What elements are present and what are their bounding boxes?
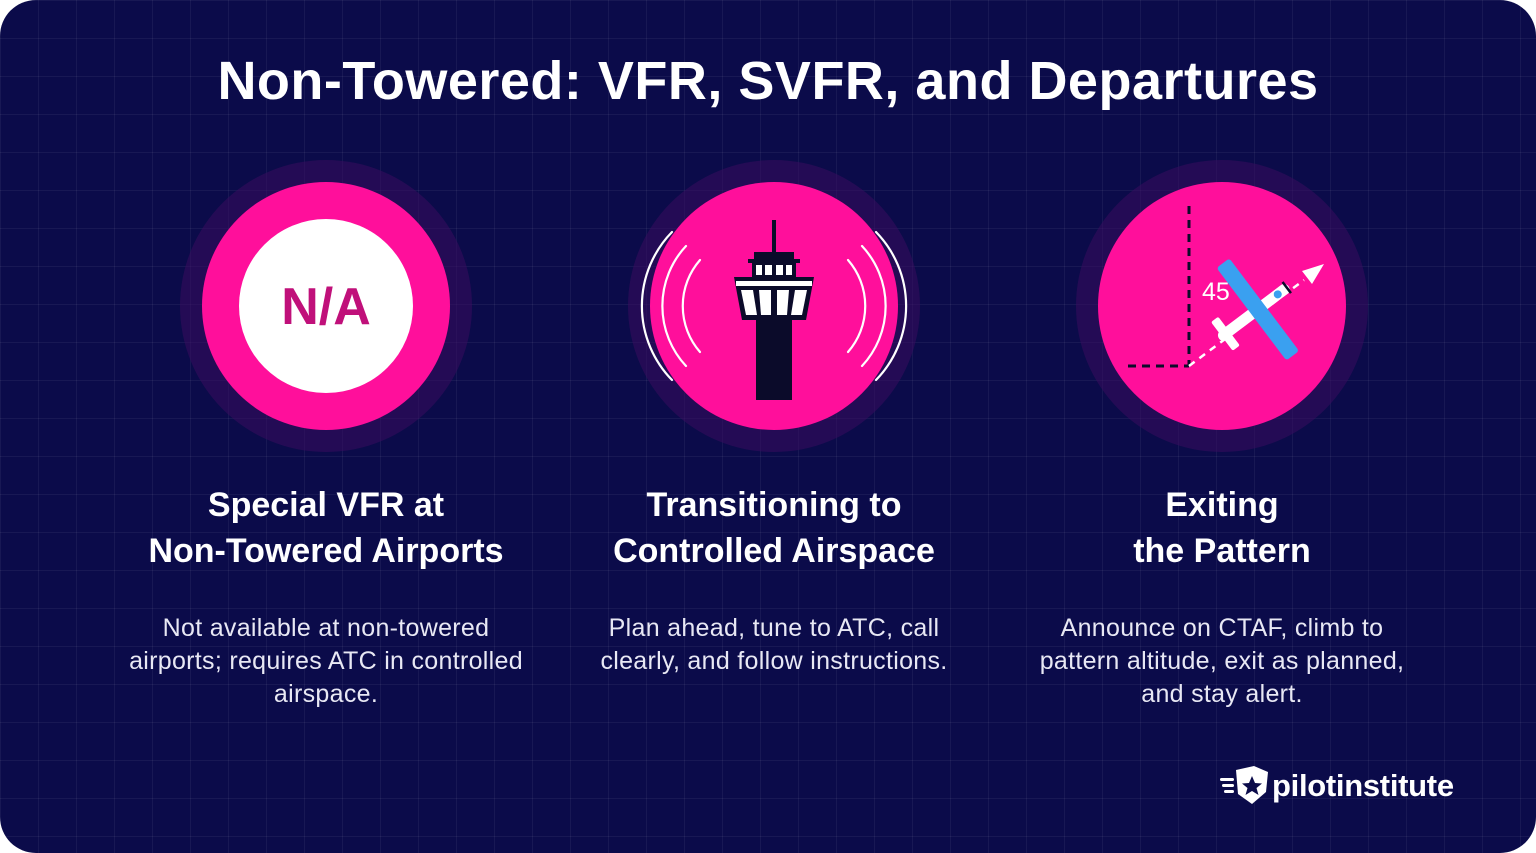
column-description: Plan ahead, tune to ATC, call clearly, a… [600, 614, 948, 675]
page-title: Non-Towered: VFR, SVFR, and Departures [217, 51, 1319, 111]
heading-line: Special VFR at [207, 486, 445, 524]
icon-circle [550, 160, 998, 452]
column-heading: Exiting the Pattern [998, 482, 1446, 574]
logo-wordmark: pilotinstitute [1272, 768, 1454, 803]
column-description: Announce on CTAF, climb to pattern altit… [1039, 614, 1405, 708]
column-exiting-pattern: 45° Exiting the Pattern Announce on CTAF… [998, 160, 1446, 711]
icon-circle: N/A [102, 160, 550, 452]
column-heading: Transitioning to Controlled Airspace [550, 482, 998, 574]
na-badge-icon: N/A [180, 160, 472, 452]
na-text: N/A [281, 278, 371, 336]
pilot-institute-logo-icon [1220, 766, 1268, 804]
heading-line: Non-Towered Airports [148, 532, 504, 570]
heading-line: the Pattern [1133, 532, 1311, 570]
column-special-vfr: N/A Special VFR at Non-Towered Airports … [102, 160, 550, 711]
control-tower-icon [628, 160, 920, 452]
heading-line: Controlled Airspace [613, 532, 935, 570]
icon-circle: 45° [998, 160, 1446, 452]
departure-45-icon: 45° [1076, 160, 1368, 452]
heading-line: Exiting [1165, 486, 1279, 524]
column-heading: Special VFR at Non-Towered Airports [102, 482, 550, 574]
pilot-institute-logo[interactable]: pilotinstitute [1218, 764, 1454, 808]
heading-line: Transitioning to [646, 486, 902, 524]
column-description: Not available at non-towered airports; r… [129, 614, 523, 708]
column-controlled-airspace: Transitioning to Controlled Airspace Pla… [550, 160, 998, 678]
